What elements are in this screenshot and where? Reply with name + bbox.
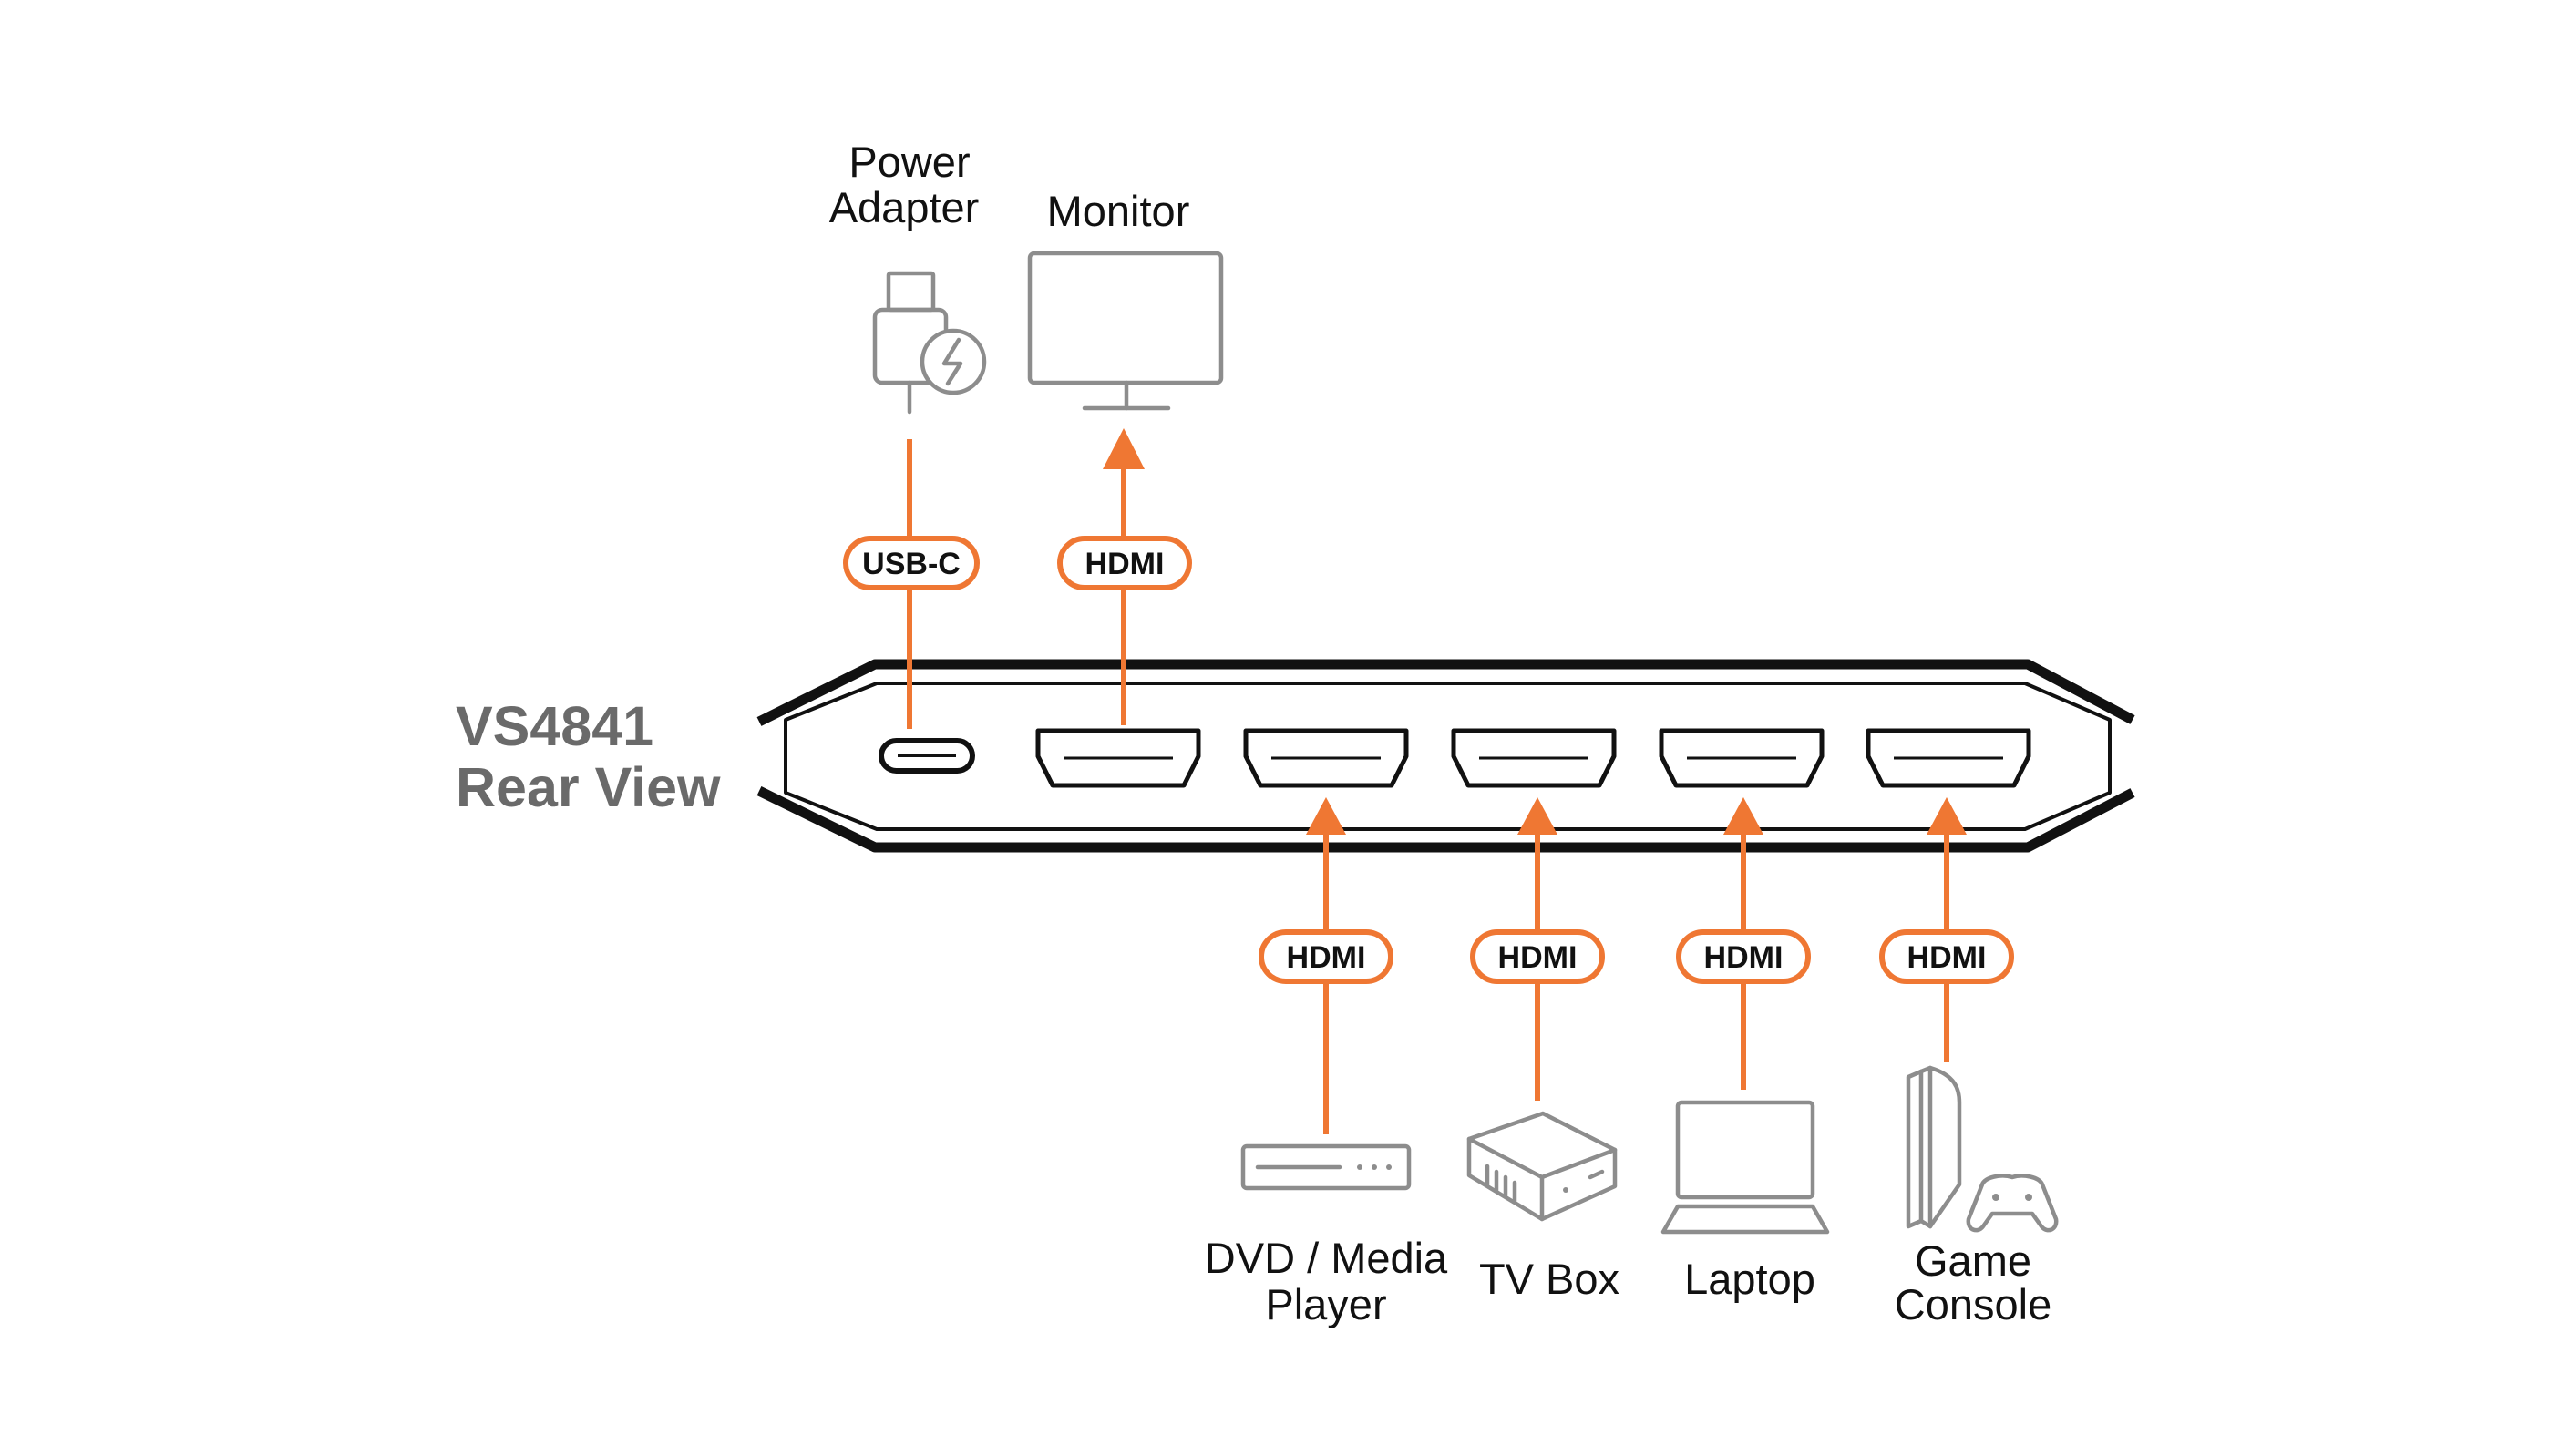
laptop-connection: HDMI: [1676, 797, 1811, 1090]
cable-label-hdmi-4-text: HDMI: [1907, 940, 1987, 975]
cable-label-hdmi-1: [1259, 929, 1393, 984]
game-console-icon: [1906, 1065, 2059, 1233]
hdmi-port-output: [1035, 728, 1201, 788]
diagram-title-line2: Rear View: [456, 756, 721, 818]
monitor-label: Monitor: [1047, 187, 1190, 235]
media-player-connection: HDMI: [1259, 797, 1393, 1134]
arrow-up-icon: [1103, 428, 1145, 469]
media-player-label-line2: Player: [1265, 1280, 1386, 1328]
hub-device: [756, 659, 2135, 853]
power-connection: USB-C: [843, 439, 980, 729]
laptop-icon: [1660, 1100, 1830, 1235]
monitor-connection: HDMI: [1057, 428, 1192, 725]
cable-label-usb-c-text: USB-C: [862, 547, 961, 581]
cable-label-hdmi-monitor-text: HDMI: [1085, 547, 1165, 581]
power-adapter-label-line2: Adapter: [829, 183, 980, 231]
hdmi-port-input-1: [1243, 728, 1409, 788]
media-player-label-line1: DVD / Media: [1205, 1234, 1448, 1282]
tv-box-icon: [1466, 1111, 1618, 1222]
cable-label-usb-c: [843, 536, 980, 590]
diagram-title-line1: VS4841: [456, 695, 653, 757]
arrow-up-icon: [1306, 797, 1346, 835]
cable-label-hdmi-3: [1676, 929, 1811, 984]
power-adapter-label-line1: Power: [848, 138, 970, 186]
tv-box-label: TV Box: [1479, 1255, 1619, 1303]
hdmi-port-input-4: [1866, 728, 2031, 788]
media-player-icon: [1240, 1143, 1412, 1191]
game-console-label-line1: Game: [1915, 1236, 2031, 1285]
cable-label-hdmi-1-text: HDMI: [1287, 940, 1366, 975]
hdmi-port-input-2: [1451, 728, 1617, 788]
arrow-up-icon: [1517, 797, 1557, 835]
power-adapter-icon: [872, 271, 987, 415]
hdmi-port-input-3: [1659, 728, 1825, 788]
cable-label-hdmi-monitor: [1057, 536, 1192, 590]
cable-label-hdmi-2-text: HDMI: [1498, 940, 1578, 975]
cable-label-hdmi-4: [1879, 929, 2014, 984]
cable-label-hdmi-3-text: HDMI: [1704, 940, 1784, 975]
game-console-connection: HDMI: [1879, 797, 2014, 1062]
cable-label-hdmi-2: [1470, 929, 1605, 984]
laptop-label: Laptop: [1684, 1255, 1815, 1303]
arrow-up-icon: [1723, 797, 1763, 835]
monitor-icon: [1027, 251, 1224, 411]
game-console-label-line2: Console: [1895, 1280, 2051, 1328]
arrow-up-icon: [1927, 797, 1967, 835]
tv-box-connection: HDMI: [1470, 797, 1605, 1101]
